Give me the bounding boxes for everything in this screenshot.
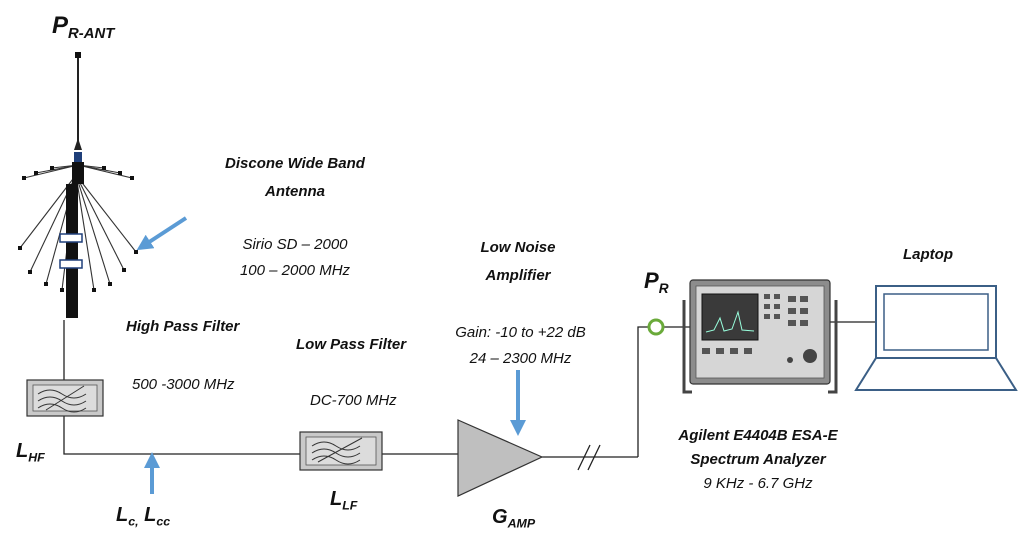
low-pass-filter-range: DC-700 MHz	[310, 392, 397, 409]
received-power-symbol: PR	[644, 268, 669, 296]
double-slash-icon	[577, 444, 601, 471]
amplifier-gain-symbol: GAMP	[492, 506, 536, 531]
cable-loss-symbols: Lc, Lcc	[116, 504, 171, 529]
high-pass-filter-title: High Pass Filter	[126, 318, 240, 335]
discone-antenna-icon	[18, 52, 138, 318]
indicator-arrows	[136, 216, 526, 494]
antenna-arrow-icon	[136, 216, 188, 251]
high-pass-filter-icon	[26, 379, 104, 417]
laptop-label: Laptop	[903, 246, 953, 263]
high-pass-filter-range: 500 -3000 MHz	[132, 376, 235, 393]
amplifier-triangle-icon	[457, 419, 544, 497]
high-pass-filter-loss-symbol: LHF	[16, 440, 45, 465]
spectrum-analyzer-icon	[682, 279, 838, 394]
spectrum-analyzer-caption: Agilent E4404B ESA-E Spectrum Analyzer 9…	[678, 427, 838, 492]
measurement-point-ring	[647, 318, 665, 336]
antenna-power-symbol: PR-ANT	[52, 12, 115, 43]
low-pass-filter-loss-symbol: LLF	[330, 488, 358, 513]
signal-wires	[63, 320, 876, 458]
low-pass-filter-title: Low Pass Filter	[296, 336, 407, 353]
laptop-icon	[854, 285, 1018, 391]
low-pass-filter-icon	[299, 431, 383, 471]
